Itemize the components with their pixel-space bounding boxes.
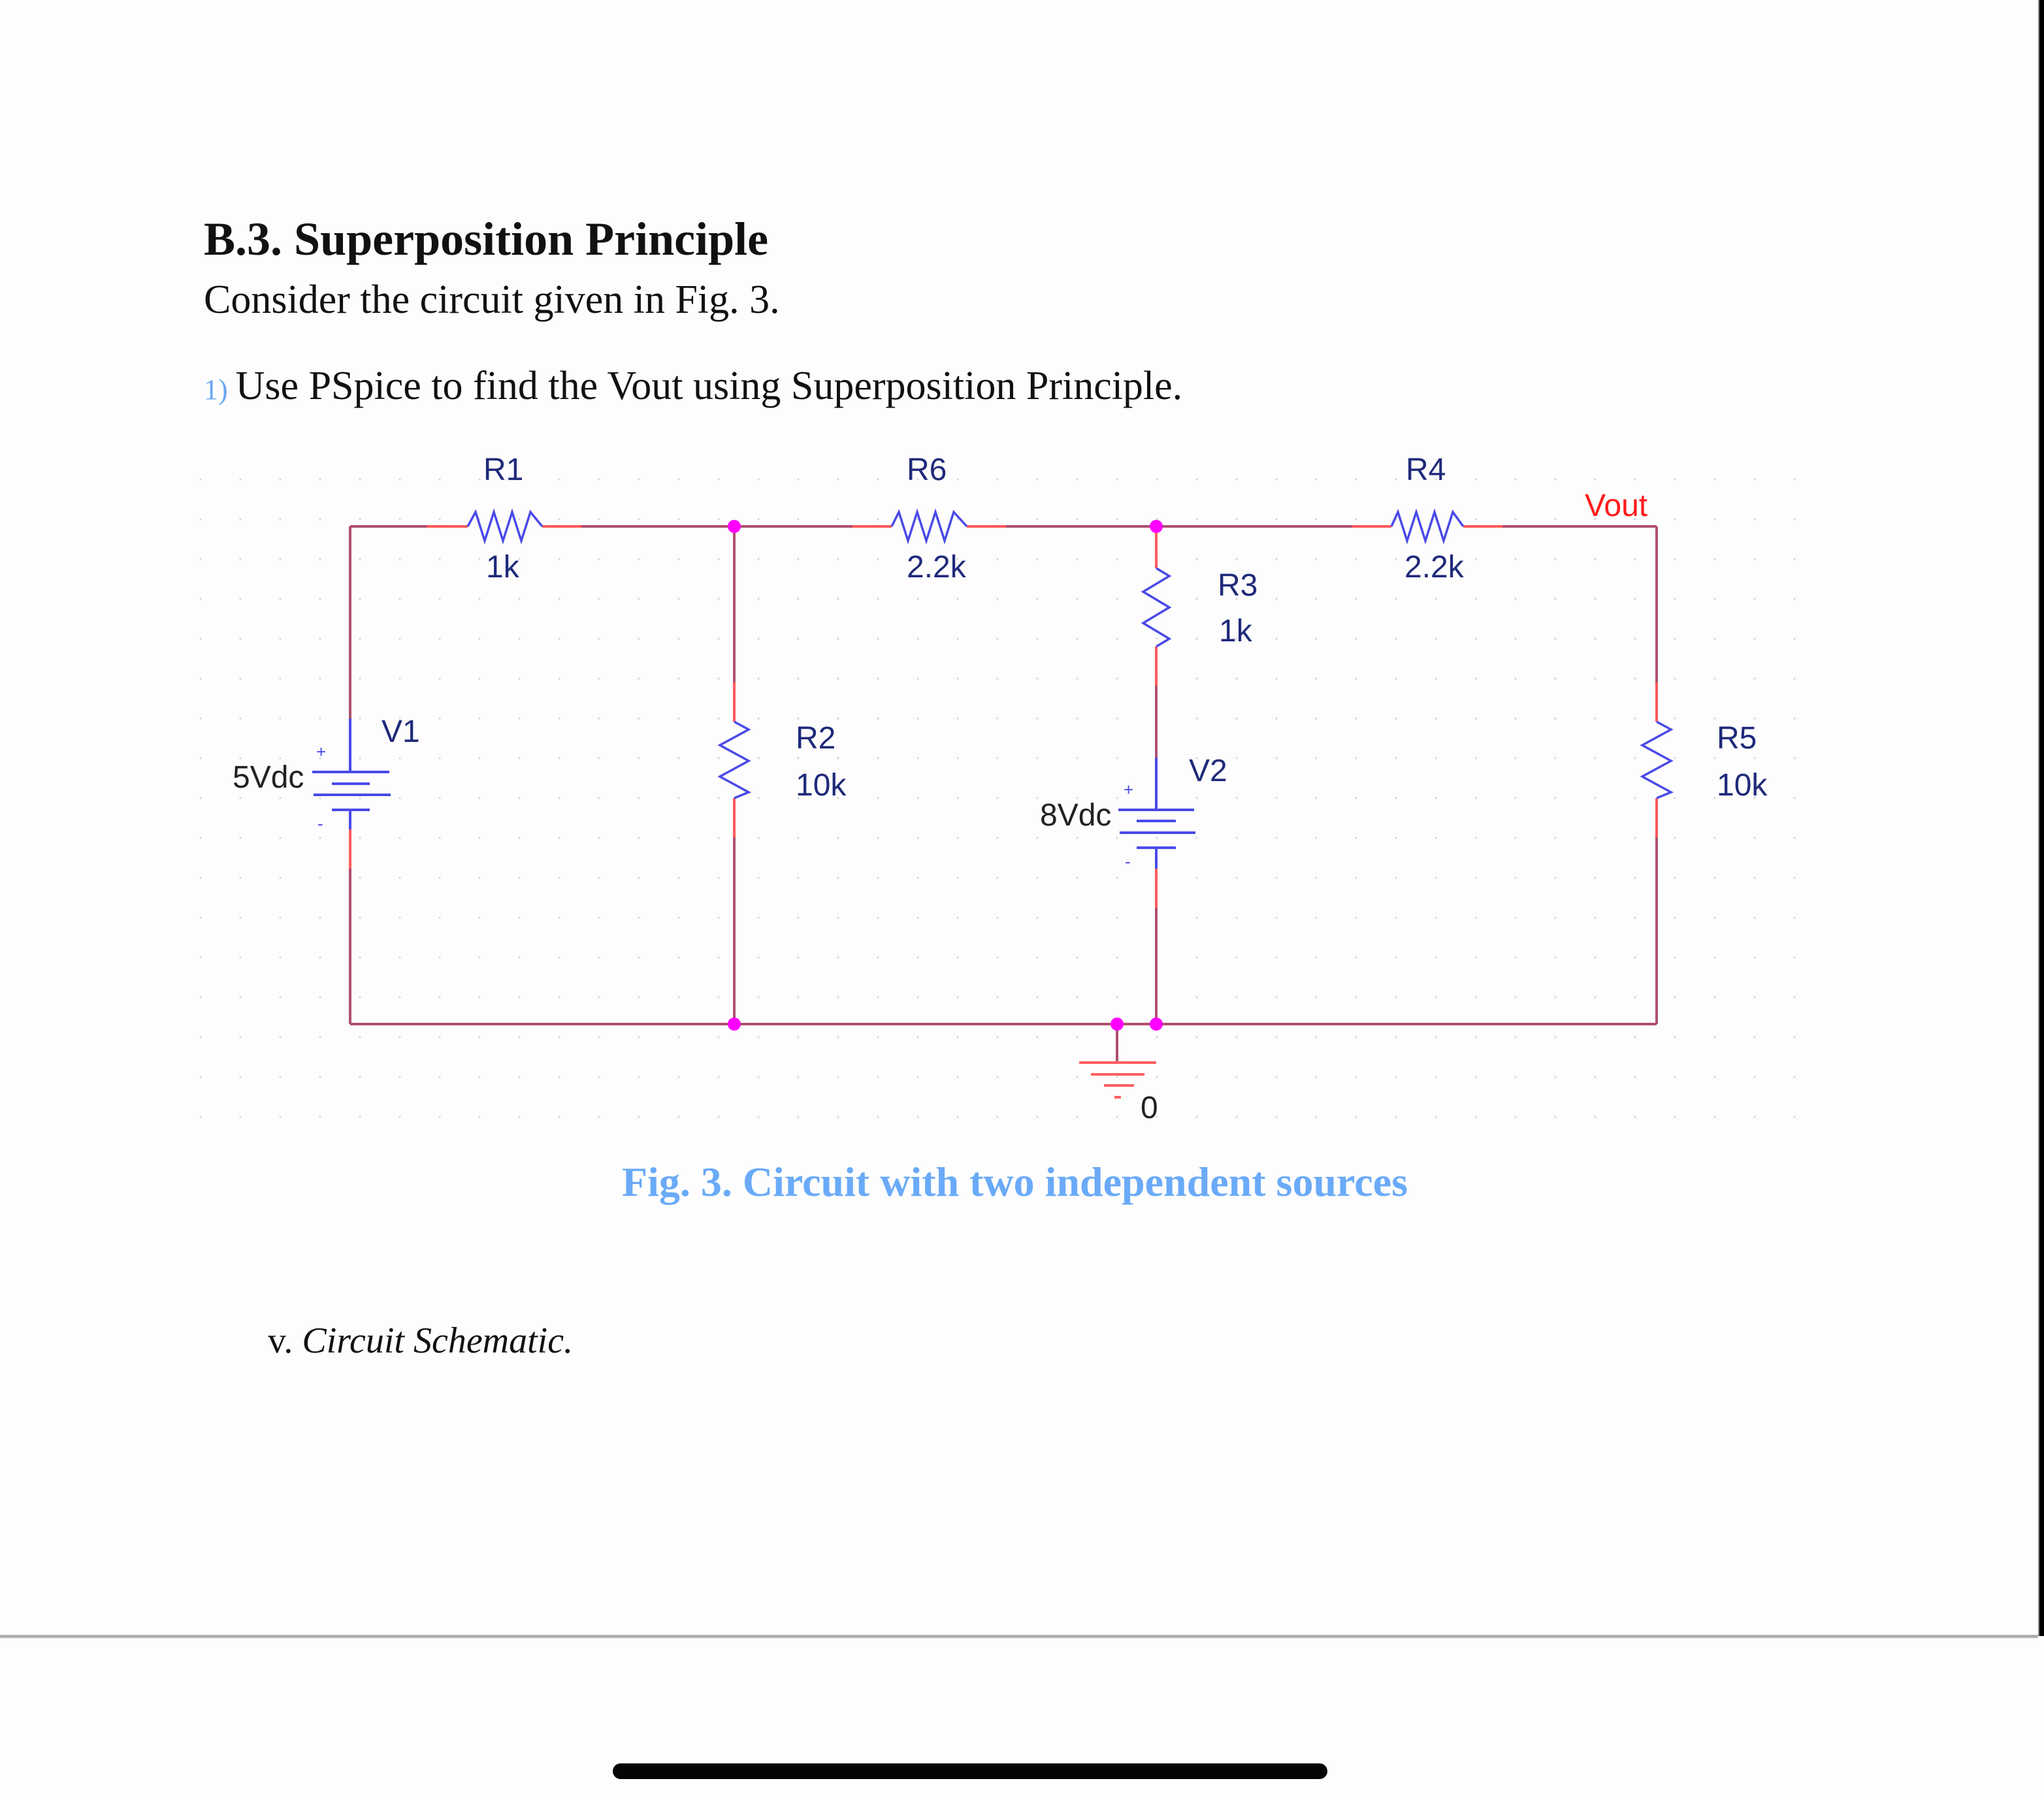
wires — [349, 525, 1658, 1063]
node-dot — [1150, 1018, 1163, 1031]
node-dot — [1111, 1018, 1124, 1031]
figure-caption: Fig. 3. Circuit with two independent sou… — [622, 1159, 1408, 1205]
junction-dots — [728, 520, 1163, 1031]
r1-name-label: R1 — [483, 453, 523, 487]
question-number: 1) — [204, 374, 228, 406]
v1-minus-sign: - — [317, 814, 323, 833]
document-page: B.3. Superposition Principle Consider th… — [196, 213, 1796, 1359]
resistor-r2-icon — [717, 720, 752, 799]
node-dot — [1150, 520, 1163, 533]
intro-text: Consider the circuit given in Fig. 3. — [204, 278, 780, 322]
v1-value-label: 5Vdc — [233, 760, 304, 795]
r5-name-label: R5 — [1717, 721, 1757, 756]
question-text: Use PSpice to find the Vout using Superp… — [235, 364, 1183, 408]
question-1: 1)Use PSpice to find the Vout using Supe… — [204, 366, 1182, 406]
vout-net-label: Vout — [1585, 489, 1647, 523]
sub-item-text: Circuit Schematic. — [302, 1321, 574, 1361]
circuit-schematic: R1 1k R6 2.2k R4 2.2k R3 1k R2 10k R5 10… — [196, 444, 1796, 1149]
sub-item-v: v. Circuit Schematic. — [268, 1323, 573, 1359]
ground-icon — [1079, 1061, 1156, 1099]
v2-name-label: V2 — [1189, 754, 1227, 788]
home-indicator[interactable] — [613, 1763, 1327, 1779]
sub-item-marker: v. — [268, 1321, 293, 1361]
v2-value-label: 8Vdc — [1040, 798, 1111, 833]
r5-value-label: 10k — [1717, 768, 1768, 803]
resistor-r5-icon — [1640, 720, 1674, 799]
resistor-r4-icon — [1390, 508, 1465, 545]
v2-minus-sign: - — [1125, 852, 1131, 871]
node-dot — [728, 520, 741, 533]
resistor-r1-icon — [466, 508, 543, 545]
v1-plus-sign: + — [316, 742, 326, 762]
resistor-r6-icon — [890, 508, 968, 545]
r2-value-label: 10k — [796, 768, 847, 803]
page-right-edge — [2038, 0, 2044, 1636]
r4-value-label: 2.2k — [1404, 550, 1465, 585]
r1-value-label: 1k — [486, 550, 520, 585]
node-dot — [728, 1018, 741, 1031]
section-title: B.3. Superposition Principle — [204, 213, 769, 265]
resistor-r3-icon — [1141, 567, 1172, 648]
r4-name-label: R4 — [1406, 453, 1446, 487]
r6-name-label: R6 — [907, 453, 947, 487]
v2-plus-sign: + — [1124, 780, 1133, 799]
r3-name-label: R3 — [1218, 568, 1257, 603]
battery-v2-icon — [1118, 758, 1195, 869]
page-divider — [0, 1635, 2038, 1639]
pin-stubs — [349, 525, 1658, 908]
r6-value-label: 2.2k — [907, 550, 967, 585]
battery-v1-icon — [312, 718, 391, 829]
r2-name-label: R2 — [796, 721, 835, 756]
schematic-grid — [196, 444, 1796, 1149]
r3-value-label: 1k — [1219, 614, 1253, 649]
v1-name-label: V1 — [381, 714, 420, 749]
ground-net-label: 0 — [1141, 1091, 1158, 1125]
